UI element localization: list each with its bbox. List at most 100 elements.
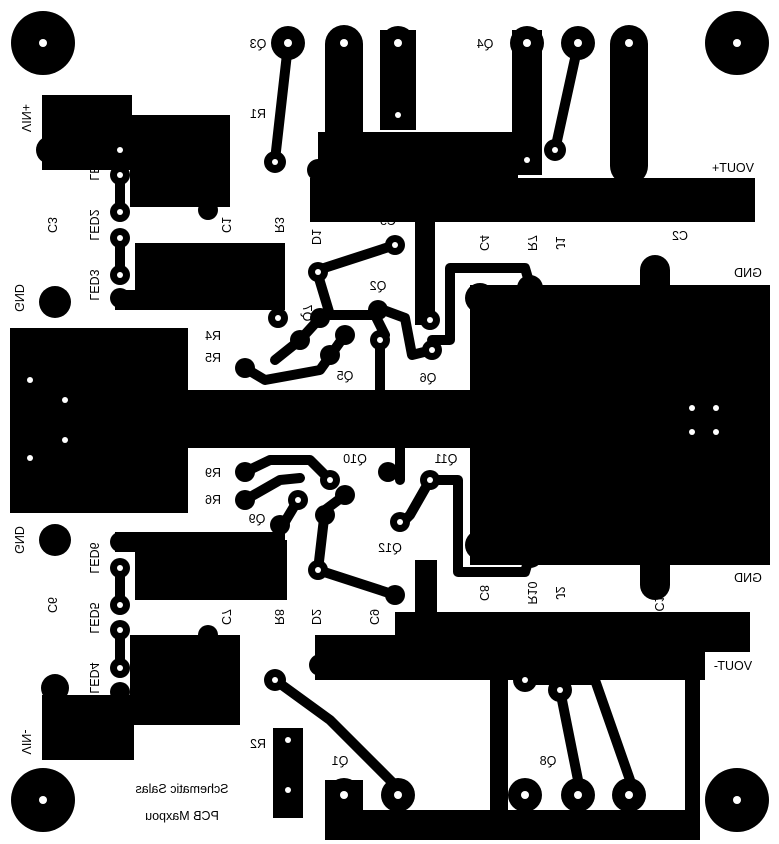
hole-gnd-l2 (62, 397, 68, 403)
pad-led6 (110, 532, 130, 552)
hole-q1-2 (394, 791, 402, 799)
label-d2: D2 (309, 609, 323, 625)
label-c2: C2 (672, 229, 688, 243)
pad-q12c (315, 505, 335, 525)
hole-q8-top2 (557, 687, 563, 693)
hole-q8-top1 (522, 677, 528, 683)
label-vout-plus: VOUT+ (712, 161, 754, 175)
pad-c1 (198, 200, 218, 220)
trace-r9-q10 (240, 455, 335, 485)
label-gnd-tl: GND (12, 284, 26, 312)
hole-q5c (377, 337, 383, 343)
label-vin-plus: VIN+ (19, 104, 33, 132)
pad-c7 (198, 625, 218, 645)
label-gnd-br: GND (734, 571, 762, 585)
q8-frame-left (490, 648, 508, 838)
hole-q4-1 (523, 39, 531, 47)
q4-post (610, 25, 648, 185)
label-q11: Q11 (435, 452, 458, 466)
label-c6: C6 (45, 597, 59, 613)
pads (27, 26, 741, 812)
label-q7: Q7 (300, 305, 314, 322)
label-q1: Q1 (332, 754, 349, 768)
hole-q6 (429, 347, 435, 353)
pad-q7b (310, 308, 330, 328)
vout-plus-stub (415, 215, 435, 325)
hole-gnd-r2 (713, 405, 719, 411)
pad-c3-top (36, 136, 64, 164)
label-j2: J2 (553, 586, 567, 599)
label-led4: LED4 (87, 662, 101, 693)
label-q12: Q12 (378, 541, 402, 555)
trace-q1-r2 (270, 675, 400, 790)
led4-pad-block (130, 635, 240, 725)
label-q3: Q3 (250, 37, 267, 51)
silkscreen: Q3 Q4 R1 VOUT+ GND GND VOUT- Q2 R4 R5 Q5… (12, 37, 762, 823)
hole-q8-2 (574, 791, 582, 799)
trace-q8-left (520, 675, 635, 785)
hole-led6 (117, 565, 123, 571)
hole-q12b (397, 519, 403, 525)
label-c5: C5 (380, 214, 396, 228)
hole-q8-3 (625, 791, 633, 799)
hole-q2b (427, 317, 433, 323)
label-q5: Q5 (337, 369, 354, 383)
pad-r10 (517, 542, 543, 568)
label-gnd-tr: GND (734, 266, 762, 280)
q8-frame-bottom (325, 810, 700, 840)
hole-q4b (552, 147, 558, 153)
pad-r4 (290, 330, 310, 350)
label-r4: R4 (205, 329, 221, 343)
trace-q2-q6 (373, 303, 437, 360)
pad-led4b (110, 682, 130, 702)
label-r2: R2 (250, 737, 266, 751)
label-q10: Q10 (343, 452, 367, 466)
hole-r1 (272, 159, 278, 165)
pad-j1 (547, 285, 573, 311)
q8-frame-right (685, 648, 700, 838)
hole-q3-2 (340, 39, 348, 47)
q3-post (325, 25, 363, 155)
label-led3: LED3 (87, 269, 101, 300)
label-led1: LED1 (87, 149, 101, 180)
hole-mount-bl (39, 796, 47, 804)
label-r1: R1 (250, 107, 266, 121)
pad-gnd-bl (39, 524, 71, 556)
hole-q4-2 (574, 39, 582, 47)
hole-q1-1 (340, 791, 348, 799)
trace-q6-r7 (427, 263, 535, 345)
hole-q3-1 (284, 39, 292, 47)
hole-gnd-r4 (713, 429, 719, 435)
pad-r5 (235, 358, 255, 378)
label-r5: R5 (205, 351, 221, 365)
hole-led5b (117, 627, 123, 633)
label-led5: LED5 (87, 602, 101, 633)
hole-led2 (117, 209, 123, 215)
pad-q5b (320, 345, 340, 365)
trace-r6-q9 (240, 473, 305, 505)
vin-minus-block (42, 695, 134, 760)
label-gnd-bl: GND (12, 526, 26, 554)
c10-lobe (640, 540, 670, 600)
pad-r8 (309, 654, 331, 676)
pad-r6 (235, 490, 255, 510)
pad-led3b (110, 288, 130, 308)
hole-r2-post-b (285, 787, 291, 793)
label-r7: R7 (525, 235, 539, 251)
pad-q10b (378, 462, 398, 482)
label-r9: R9 (205, 466, 221, 480)
hole-q8-1 (521, 791, 529, 799)
pad-c9 (385, 585, 405, 605)
hole-mount-tl (39, 39, 47, 47)
label-c8: C8 (477, 585, 491, 601)
hole-q4-post (524, 157, 530, 163)
label-r10: R10 (525, 581, 539, 604)
hole-q3-3 (394, 39, 402, 47)
trace-q8-right (555, 685, 583, 785)
pad-c8 (465, 530, 495, 560)
trace-q10-q12 (313, 490, 400, 600)
hole-d2 (315, 567, 321, 573)
label-credit-2: PCB Maxpou (145, 809, 219, 823)
pad-c6-bot (41, 674, 69, 702)
hole-q11 (427, 477, 433, 483)
